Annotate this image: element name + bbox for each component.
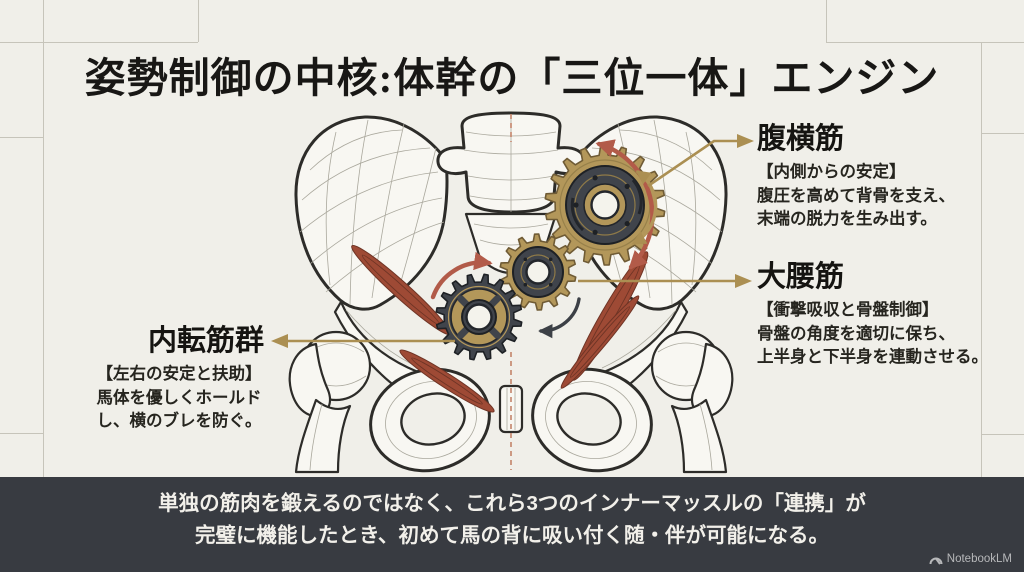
arrow-gold-inner-arc xyxy=(631,170,658,245)
callout-text: 腹圧を高めて背骨を支え、 xyxy=(757,186,955,205)
callout-lines xyxy=(271,134,754,348)
arrow-red-large-arc xyxy=(595,139,655,270)
inner-muscles xyxy=(351,244,649,413)
background-grid-line xyxy=(826,42,1024,43)
footer-text-line1: 単独の筋肉を鍛えるのではなく、これら3つのインナーマッスルの「連携」が xyxy=(158,492,866,515)
callout-subtitle: 【衝撃吸収と骨盤制御】 xyxy=(757,301,939,319)
callout-text: 馬体を優しくホールド xyxy=(96,388,262,407)
watermark-label: NotebookLM xyxy=(946,553,1012,565)
background-grid-line xyxy=(981,434,1024,435)
callout-daiyokin: 大腰筋 【衝撃吸収と骨盤制御】 骨盤の角度を適切に保ち、 上半身と下半身を連動さ… xyxy=(757,262,988,370)
callout-naitenkingun: 内転筋群 【左右の安定と扶助】 馬体を優しくホールド し、横のブレを防ぐ。 xyxy=(88,326,270,434)
gear-medium xyxy=(499,233,577,311)
callout-text: 末端の脱力を生み出す。 xyxy=(757,210,937,228)
callout-heading: 内転筋群 xyxy=(147,325,264,357)
arrow-red-small-arc xyxy=(430,251,493,300)
muscle-psoas-right xyxy=(560,251,649,389)
page-title: 姿勢制御の中核:体幹の「三位一体」エンジン xyxy=(84,55,940,101)
callout-fukuoukin: 腹横筋 【内側からの安定】 腹圧を高めて背骨を支え、 末端の脱力を生み出す。 xyxy=(757,124,955,232)
callout-text: 骨盤の角度を適切に保ち、 xyxy=(757,324,955,343)
background-grid-line xyxy=(0,433,43,434)
background-grid-line xyxy=(0,137,43,138)
summary-footer: 単独の筋肉を鍛えるのではなく、これら3つのインナーマッスルの「連携」が 完璧に機… xyxy=(0,477,1024,572)
gear-large xyxy=(544,144,666,266)
muscle-adductor-left xyxy=(351,244,495,413)
footer-text-line2: 完璧に機能したとき、初めて馬の背に吸い付く随・伴が可能になる。 xyxy=(194,524,830,547)
callout-heading: 腹横筋 xyxy=(757,123,845,155)
leader-fukuoukin xyxy=(647,139,739,188)
background-grid-line xyxy=(0,42,198,43)
callout-subtitle: 【左右の安定と扶助】 xyxy=(96,365,262,383)
pelvis-bones xyxy=(288,111,734,486)
gear-small xyxy=(435,273,523,361)
background-grid-line xyxy=(826,0,827,42)
background-grid-line xyxy=(43,0,44,477)
callout-text: し、横のブレを防ぐ。 xyxy=(96,412,262,430)
notebooklm-logo-icon xyxy=(929,557,943,565)
callout-subtitle: 【内側からの安定】 xyxy=(757,163,906,181)
callout-heading: 大腰筋 xyxy=(757,261,845,293)
callout-text: 上半身と下半身を連動させる。 xyxy=(757,348,988,366)
background-grid-line xyxy=(198,0,199,42)
arrow-dark-arc xyxy=(538,297,581,339)
background-grid-line xyxy=(981,42,982,477)
background-grid-line xyxy=(981,133,1024,134)
notebooklm-watermark: NotebookLM xyxy=(929,553,1012,565)
rotation-arrows xyxy=(430,139,658,339)
